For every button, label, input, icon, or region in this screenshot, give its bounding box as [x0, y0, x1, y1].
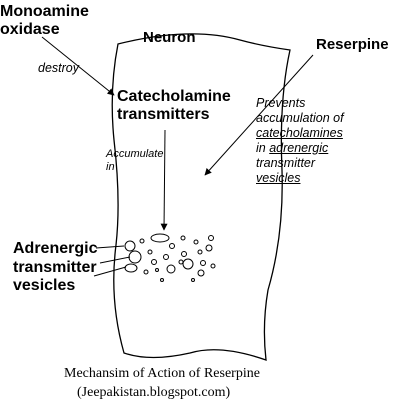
catecholamine-label-line1: Catecholamine — [117, 88, 231, 105]
neuron-body — [111, 33, 291, 361]
accumulate-label-line1: Accumulate — [106, 148, 164, 160]
caption-source: (Jeepakistan.blogspot.com) — [77, 385, 231, 400]
prevents-label-line4: in adrenergic — [256, 141, 328, 156]
vesicle — [155, 268, 159, 272]
vesicle — [181, 251, 187, 257]
vesicle — [208, 235, 214, 241]
adrenergic-label-line3: vesicles — [13, 277, 76, 294]
prevents-label-adrenergic: adrenergic — [269, 141, 329, 155]
catecholamine-label-line2: transmitters — [117, 106, 210, 123]
vesicle — [180, 235, 186, 241]
vesicle — [124, 240, 136, 252]
vesicle — [197, 249, 203, 255]
vesicle-pointer-1 — [95, 245, 125, 249]
monoamine-label-line1: Monoamine — [0, 3, 89, 20]
vesicle — [200, 260, 206, 266]
prevents-label-line2: accumulation of — [256, 111, 344, 125]
vesicle — [163, 254, 169, 260]
vesicle — [182, 258, 194, 270]
vesicle — [169, 243, 175, 249]
adrenergic-label-line1: Adrenergic — [13, 240, 98, 257]
vesicle — [193, 239, 199, 245]
vesicle-pointer-3 — [93, 266, 127, 277]
destroy-label: destroy — [38, 61, 79, 75]
monoamine-label-line2: oxidase — [0, 21, 60, 38]
vesicle — [128, 250, 142, 264]
adrenergic-label-line2: transmitter — [13, 259, 97, 276]
reserpine-label: Reserpine — [316, 36, 389, 53]
neuron-label: Neuron — [143, 29, 196, 46]
monoamine-arrow — [41, 36, 115, 96]
accumulate-arrow — [160, 129, 168, 231]
vesicle — [205, 244, 213, 252]
vesicle — [160, 278, 164, 282]
prevents-label-line6: vesicles — [256, 171, 301, 185]
prevents-label-line1: Prevents — [256, 96, 306, 110]
vesicle — [197, 269, 205, 277]
vesicle — [151, 259, 157, 265]
accumulate-label-line2: in — [106, 161, 115, 173]
caption-title: Mechansim of Action of Reserpine — [64, 366, 260, 381]
vesicle — [210, 263, 216, 269]
vesicle-cluster — [124, 233, 216, 282]
vesicle — [139, 238, 145, 244]
vesicle — [124, 263, 138, 273]
vesicle — [150, 233, 170, 243]
vesicle — [191, 278, 195, 282]
vesicle — [178, 259, 184, 265]
vesicle-pointer-2 — [99, 256, 131, 264]
vesicle — [147, 249, 153, 255]
prevents-label-in: in — [256, 141, 270, 155]
vesicle — [143, 269, 149, 275]
vesicle — [166, 264, 176, 274]
prevents-label-line3: catecholamines — [256, 126, 343, 140]
reserpine-arrow — [204, 54, 314, 176]
prevents-label-line5: transmitter — [256, 156, 316, 170]
